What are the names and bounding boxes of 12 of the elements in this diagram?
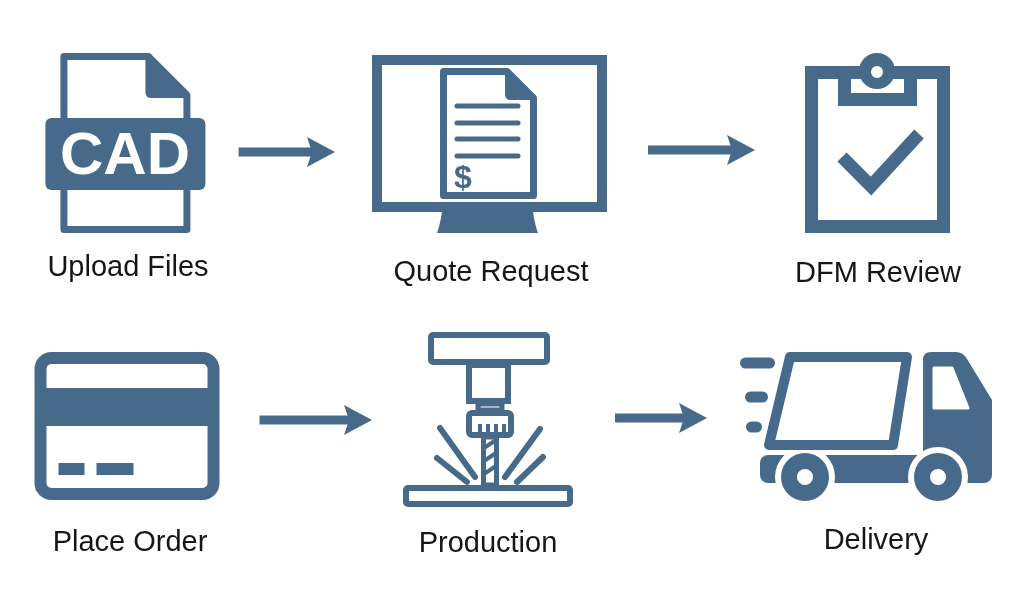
- step-label: Upload Files: [47, 250, 209, 284]
- step-label: Quote Request: [393, 255, 589, 289]
- step-label: Place Order: [52, 525, 208, 559]
- arrow: [648, 135, 755, 165]
- step-label: Production: [418, 526, 558, 560]
- step-label: Delivery: [823, 523, 929, 557]
- currency-symbol: $: [454, 161, 472, 193]
- file-type-label: CAD: [60, 124, 190, 184]
- step-label: DFM Review: [795, 256, 961, 290]
- arrow: [259, 405, 372, 435]
- arrow: [238, 137, 335, 167]
- arrow: [615, 403, 707, 433]
